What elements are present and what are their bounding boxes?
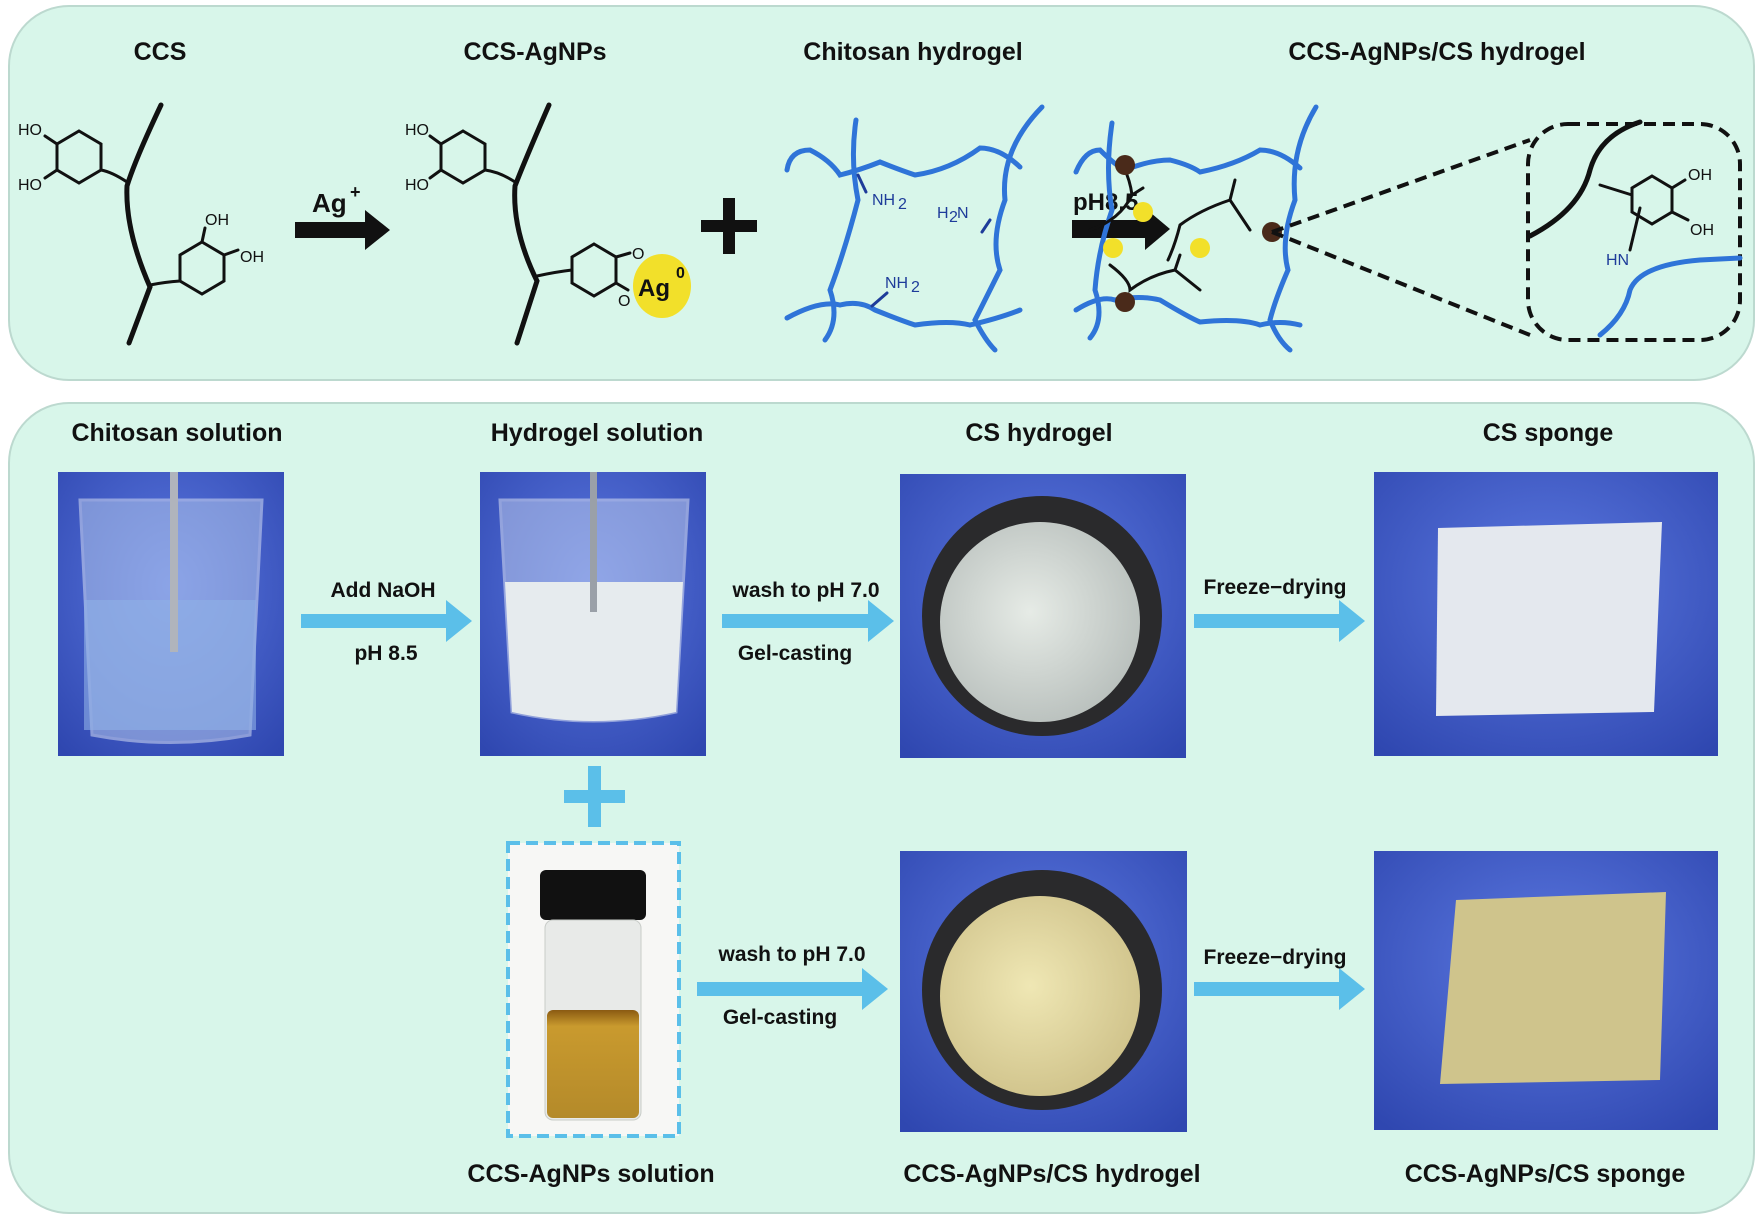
svg-text:2: 2 bbox=[911, 279, 920, 296]
ccs-agnps-structure: HO HO O O Ag 0 bbox=[405, 102, 691, 346]
ag-reduction-arrow: Ag + bbox=[295, 182, 390, 250]
svg-text:HO: HO bbox=[18, 177, 42, 194]
svg-text:Freeze−drying: Freeze−drying bbox=[1204, 946, 1347, 969]
silver-dot bbox=[1133, 202, 1153, 222]
ccs-structure: HO HO OH OH bbox=[18, 102, 264, 346]
svg-text:N: N bbox=[957, 205, 969, 222]
svg-text:2: 2 bbox=[949, 209, 958, 226]
title-chitosan-solution: Chitosan solution bbox=[71, 419, 282, 447]
title-ccs-agnps-cs-hydrogel: CCS-AgNPs/CS hydrogel bbox=[1288, 38, 1585, 66]
svg-text:+: + bbox=[350, 182, 361, 202]
svg-text:wash to pH 7.0: wash to pH 7.0 bbox=[717, 943, 865, 966]
svg-text:wash to pH 7.0: wash to pH 7.0 bbox=[731, 579, 879, 602]
title-cs-sponge: CS sponge bbox=[1483, 419, 1614, 447]
svg-text:Ag: Ag bbox=[638, 275, 670, 302]
svg-text:H: H bbox=[937, 205, 949, 222]
plus-icon-blue bbox=[564, 766, 625, 827]
svg-text:Ag: Ag bbox=[312, 188, 347, 218]
title-ccs-agnps-cs-hydrogel-photo: CCS-AgNPs/CS hydrogel bbox=[903, 1160, 1200, 1188]
svg-text:Gel-casting: Gel-casting bbox=[738, 642, 852, 665]
svg-text:HO: HO bbox=[18, 122, 42, 139]
crosslink-dot bbox=[1115, 292, 1135, 312]
photo-cs-hydrogel bbox=[900, 474, 1186, 758]
title-ccs-agnps-solution: CCS-AgNPs solution bbox=[467, 1160, 714, 1188]
arrow-freeze-drying-1: Freeze−drying bbox=[1194, 576, 1365, 642]
photo-ccs-agnps-solution bbox=[506, 841, 681, 1138]
svg-text:NH: NH bbox=[885, 275, 908, 292]
title-hydrogel-solution: Hydrogel solution bbox=[491, 419, 704, 447]
plus-icon bbox=[701, 198, 757, 254]
svg-text:HO: HO bbox=[405, 122, 429, 139]
title-ccs-agnps-cs-sponge: CCS-AgNPs/CS sponge bbox=[1405, 1160, 1686, 1188]
arrow-freeze-drying-2: Freeze−drying bbox=[1194, 946, 1365, 1010]
svg-text:OH: OH bbox=[1688, 167, 1712, 184]
silver-nanoparticle bbox=[633, 254, 691, 318]
svg-text:2: 2 bbox=[898, 196, 907, 213]
svg-text:pH 8.5: pH 8.5 bbox=[354, 642, 417, 665]
title-ccs: CCS bbox=[134, 38, 187, 66]
arrow-wash-gel-casting-1: wash to pH 7.0 Gel-casting bbox=[722, 579, 894, 665]
silver-dot bbox=[1190, 238, 1210, 258]
arrow-wash-gel-casting-2: wash to pH 7.0 Gel-casting bbox=[697, 943, 888, 1029]
svg-text:HO: HO bbox=[405, 177, 429, 194]
title-chitosan-hydrogel: Chitosan hydrogel bbox=[803, 38, 1022, 66]
svg-text:0: 0 bbox=[676, 265, 685, 282]
svg-text:HN: HN bbox=[1606, 252, 1629, 269]
svg-text:NH: NH bbox=[872, 192, 895, 209]
composite-network: OH OH HN bbox=[1073, 104, 1743, 353]
title-cs-hydrogel: CS hydrogel bbox=[965, 419, 1112, 447]
title-ccs-agnps: CCS-AgNPs bbox=[463, 38, 606, 66]
bottom-panel bbox=[8, 402, 1755, 1214]
photo-cs-sponge bbox=[1374, 472, 1718, 756]
photo-ccs-agnps-cs-sponge bbox=[1374, 851, 1718, 1130]
silver-dot bbox=[1103, 238, 1123, 258]
svg-text:O: O bbox=[632, 246, 644, 263]
svg-text:OH: OH bbox=[205, 212, 229, 229]
svg-text:Gel-casting: Gel-casting bbox=[723, 1006, 837, 1029]
svg-text:O: O bbox=[618, 293, 630, 310]
arrow-add-naoh: Add NaOH pH 8.5 bbox=[301, 579, 472, 665]
crosslink-dot bbox=[1115, 155, 1135, 175]
svg-text:Add NaOH: Add NaOH bbox=[331, 579, 436, 602]
svg-text:OH: OH bbox=[1690, 222, 1714, 239]
photo-hydrogel-solution bbox=[480, 472, 706, 756]
top-panel bbox=[8, 5, 1755, 381]
photo-chitosan-solution bbox=[58, 472, 284, 756]
svg-text:Freeze−drying: Freeze−drying bbox=[1204, 576, 1347, 599]
photo-ccs-agnps-cs-hydrogel bbox=[900, 851, 1187, 1132]
svg-text:OH: OH bbox=[240, 249, 264, 266]
